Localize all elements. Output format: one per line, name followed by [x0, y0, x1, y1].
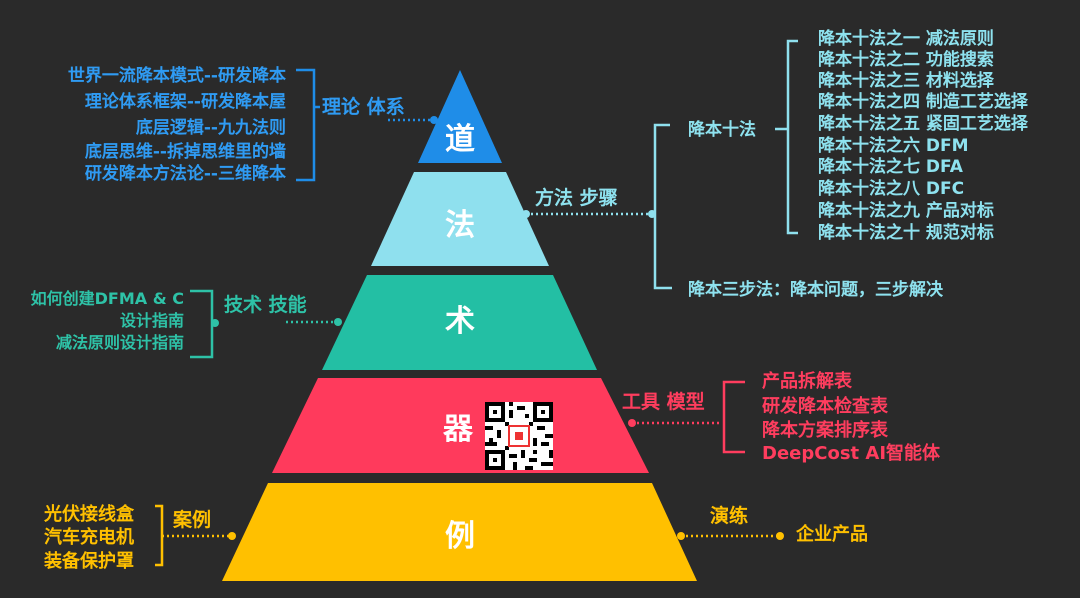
tier-fa	[371, 172, 549, 266]
case-item-3: 装备保护罩	[44, 551, 134, 572]
ten-method-10: 降本十法之十 规范对标	[818, 223, 994, 243]
ten-method-9: 降本十法之九 产品对标	[818, 201, 994, 221]
li-connectors	[155, 504, 780, 567]
fa-connector	[526, 39, 798, 290]
qi-item-2: 研发降本检查表	[762, 396, 888, 417]
case-item-2: 汽车充电机	[44, 527, 134, 548]
tier-dao	[418, 70, 502, 163]
shu-branch-label: 技术 技能	[224, 294, 307, 316]
level-li-label: 例	[445, 519, 475, 554]
dao-item-4: 底层思维--拆掉思维里的墙	[84, 142, 286, 162]
case-label: 案例	[173, 509, 212, 531]
qr-code	[485, 402, 553, 470]
shu-item-2: 设计指南	[119, 311, 184, 330]
dao-connector	[296, 68, 434, 182]
qi-item-1: 产品拆解表	[762, 371, 852, 392]
tier-shu	[322, 275, 597, 370]
tier-li	[222, 483, 697, 581]
dao-item-3: 底层逻辑--九九法则	[135, 118, 286, 138]
shu-item-1: 如何创建DFMA & C	[30, 289, 184, 308]
qi-connector	[632, 380, 745, 454]
dao-item-2: 理论体系框架--研发降本屋	[84, 92, 286, 112]
ten-method-5: 降本十法之五 紧固工艺选择	[818, 114, 1028, 134]
practice-item: 企业产品	[796, 524, 868, 545]
ten-method-2: 降本十法之二 功能搜索	[818, 50, 994, 70]
ten-method-4: 降本十法之四 制造工艺选择	[818, 92, 1028, 112]
three-steps-label: 降本三步法：降本问题，三步解决	[688, 280, 943, 300]
shu-item-3: 减法原则设计指南	[55, 333, 184, 352]
dao-branch-label: 理论 体系	[322, 96, 405, 118]
ten-methods-label: 降本十法	[688, 120, 756, 140]
qi-item-3: 降本方案排序表	[762, 420, 888, 441]
ten-method-1: 降本十法之一 减法原则	[818, 29, 994, 49]
ten-method-7: 降本十法之七 DFA	[818, 157, 963, 177]
dao-item-5: 研发降本方法论--三维降本	[84, 164, 286, 184]
qi-item-4: DeepCost AI智能体	[762, 443, 941, 464]
ten-method-6: 降本十法之六 DFM	[818, 136, 969, 156]
level-fa-label: 法	[445, 208, 475, 243]
level-dao-label: 道	[445, 122, 475, 157]
fa-branch-label: 方法 步骤	[535, 187, 618, 209]
ten-method-3: 降本十法之三 材料选择	[818, 71, 994, 91]
level-shu-label: 术	[445, 304, 475, 339]
dao-item-1: 世界一流降本模式--研发降本	[67, 66, 286, 86]
tier-qi	[272, 378, 649, 473]
case-item-1: 光伏接线盒	[44, 504, 134, 525]
ten-method-8: 降本十法之八 DFC	[818, 179, 965, 199]
practice-label: 演练	[710, 505, 749, 527]
qi-branch-label: 工具 模型	[622, 391, 705, 413]
level-qi-label: 器	[443, 412, 473, 447]
